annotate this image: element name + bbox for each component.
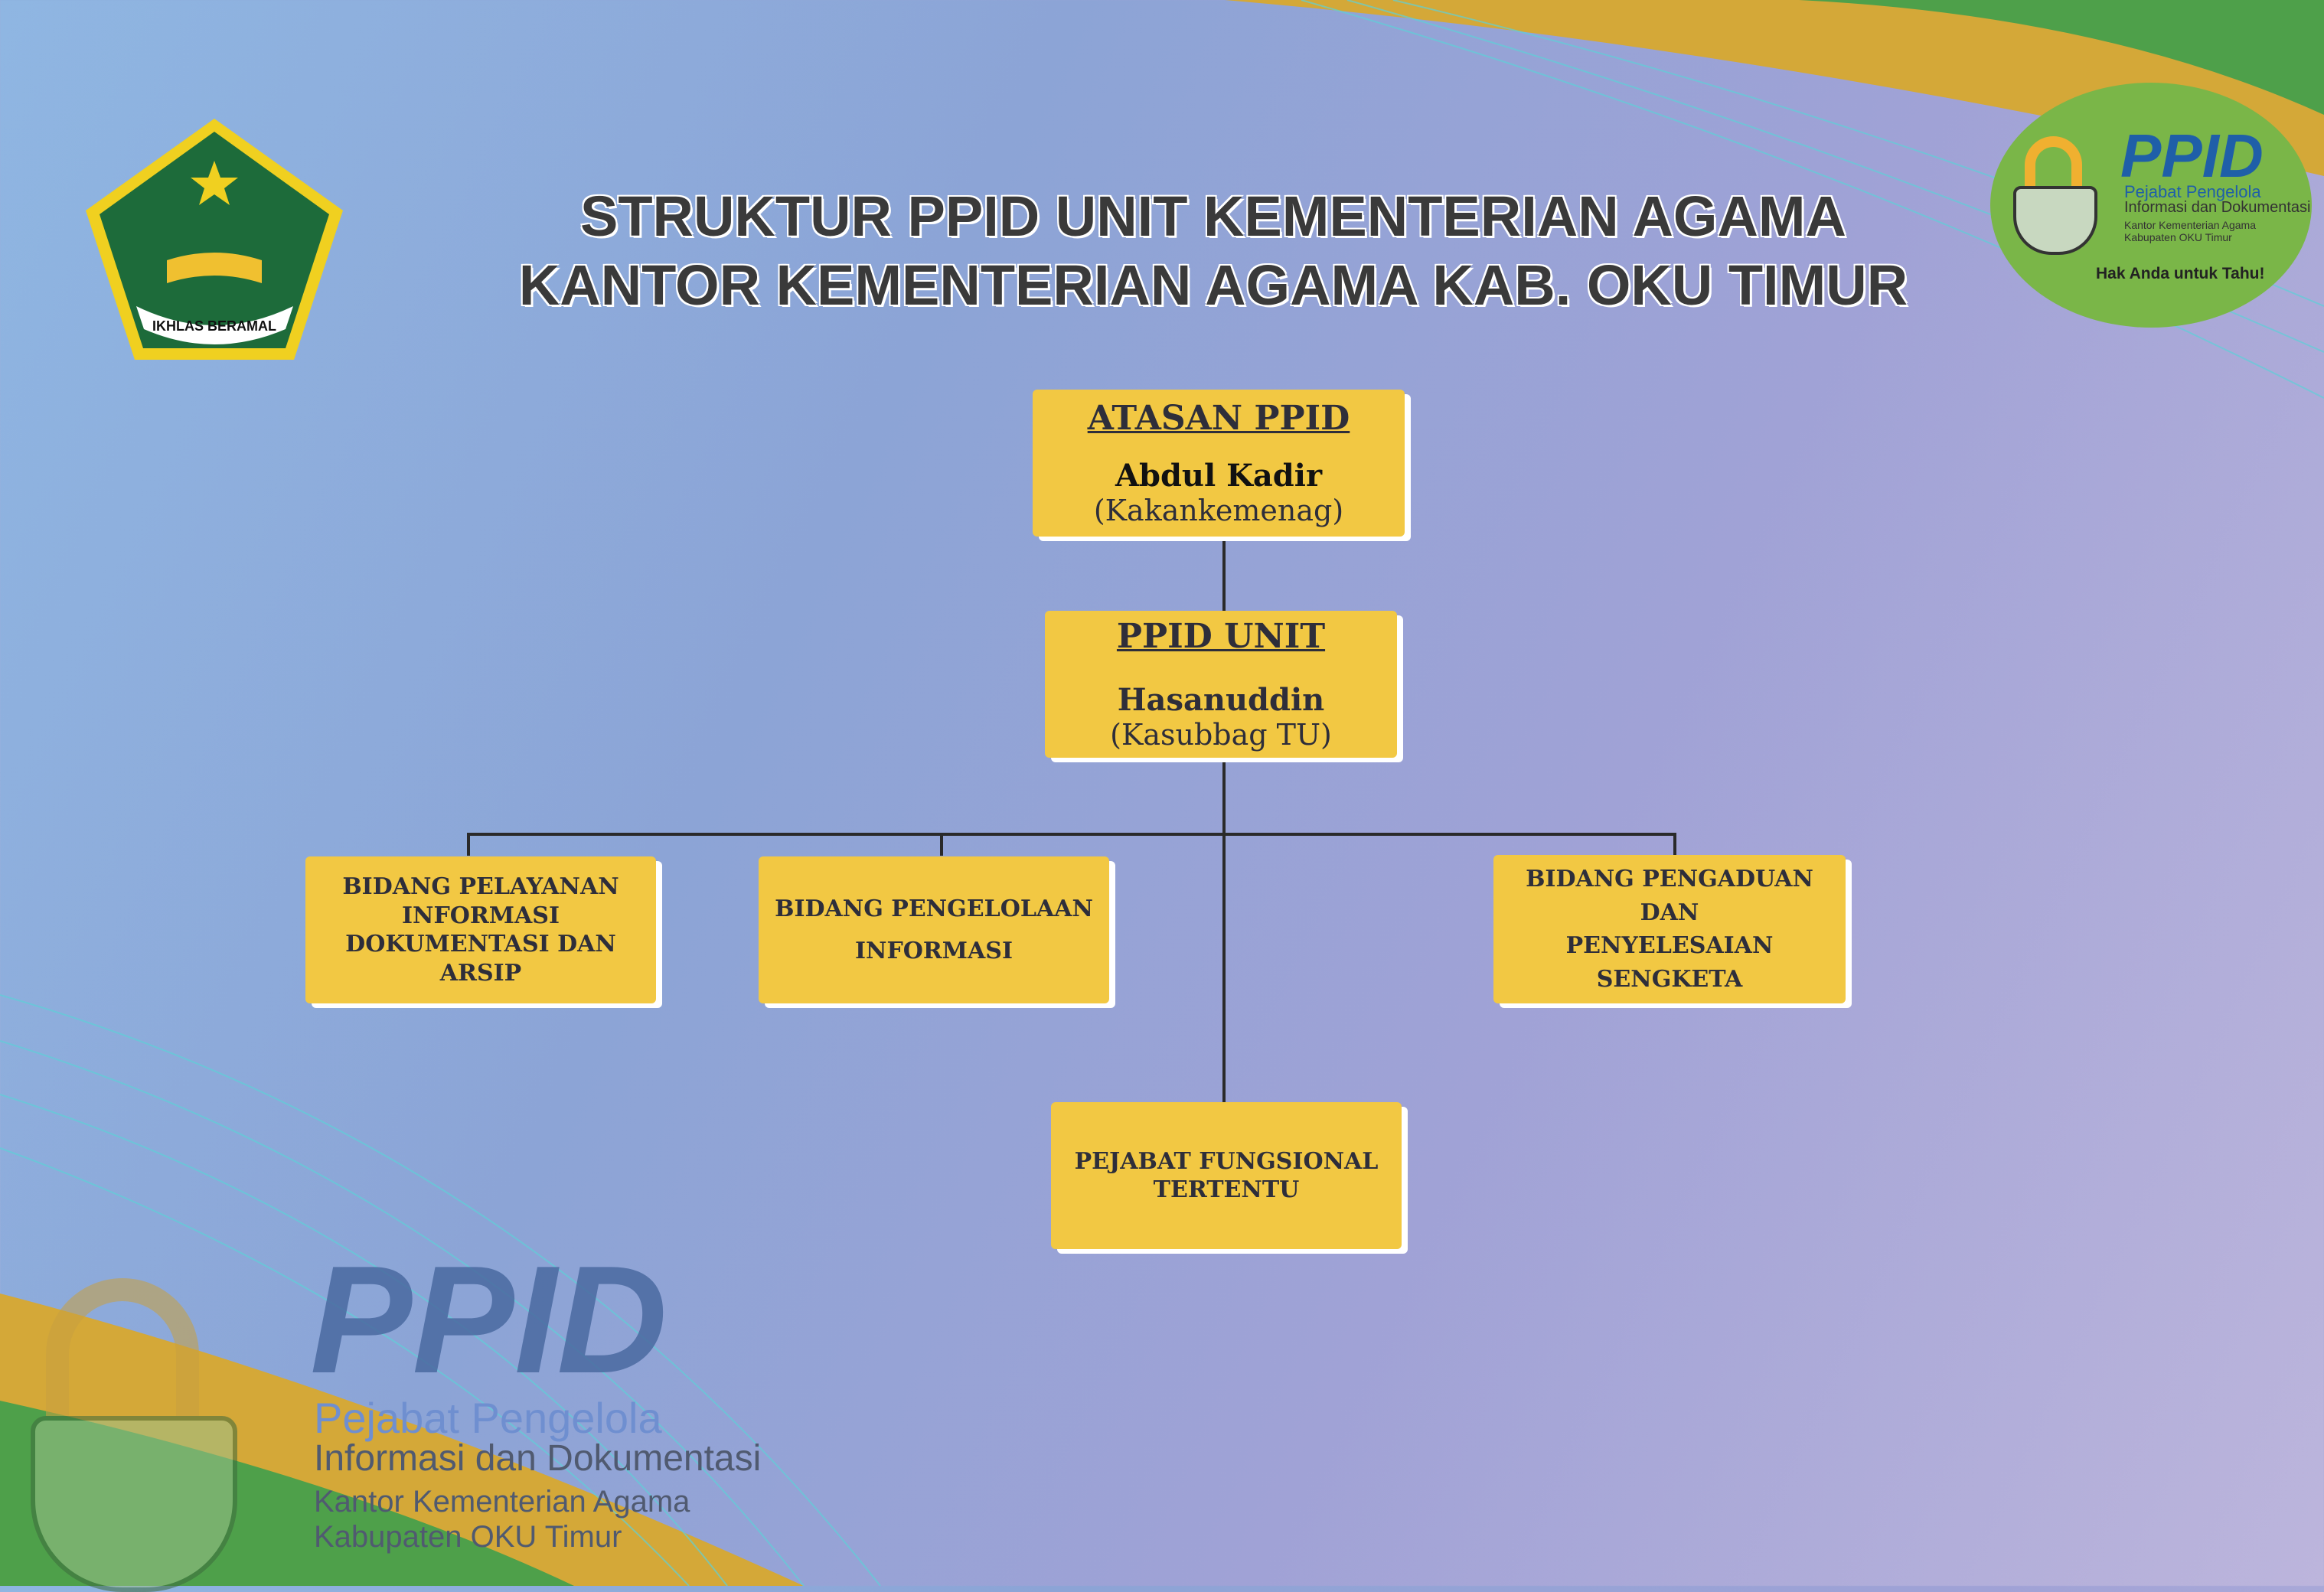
footer-ppid-logo: PPID Pejabat Pengelola Informasi dan Dok… xyxy=(0,1235,842,1592)
node-name: Hasanuddin xyxy=(1117,682,1325,718)
connector xyxy=(940,833,943,856)
lock-key-icon xyxy=(31,1278,260,1592)
footer-ppid-wordmark: PPID xyxy=(310,1235,667,1405)
footer-line4: Kabupaten OKU Timur xyxy=(314,1520,622,1554)
connector xyxy=(1673,833,1676,856)
node-line: INFORMASI xyxy=(401,902,560,929)
title-line1: STRUKTUR PPID UNIT KEMENTERIAN AGAMA xyxy=(579,184,1846,248)
badge-line1: Pejabat Pengelola xyxy=(2124,182,2261,201)
node-line: BIDANG PENGADUAN xyxy=(1526,866,1813,892)
ppid-badge: PPID Pejabat Pengelola Informasi dan Dok… xyxy=(1990,83,2312,328)
node-line: PENYELESAIAN SENGKETA xyxy=(1565,932,1774,993)
badge-ppid-logo: PPID xyxy=(2120,122,2264,190)
title-line2: KANTOR KEMENTERIAN AGAMA KAB. OKU TIMUR xyxy=(518,253,1908,317)
footer-line3: Kantor Kementerian Agama xyxy=(314,1485,690,1519)
node-role: (Kasubbag TU) xyxy=(1110,718,1332,752)
node-line: TERTENTU xyxy=(1153,1176,1300,1203)
node-bidang-pengaduan: BIDANG PENGADUAN DAN PENYELESAIAN SENGKE… xyxy=(1493,855,1846,1003)
footer-line2: Informasi dan Dokumentasi xyxy=(314,1438,762,1479)
badge-line2: Informasi dan Dokumentasi xyxy=(2124,199,2311,216)
kemenag-emblem: IKHLAS BERAMAL xyxy=(86,119,343,360)
badge-line4: Kabupaten OKU Timur xyxy=(2124,231,2232,243)
node-role: (Kakankemenag) xyxy=(1093,494,1344,527)
node-line: INFORMASI xyxy=(854,938,1013,964)
node-heading: ATASAN PPID xyxy=(1087,399,1350,438)
connector xyxy=(467,833,470,856)
node-name: Abdul Kadir xyxy=(1115,458,1323,494)
node-bidang-pelayanan: BIDANG PELAYANAN INFORMASI DOKUMENTASI D… xyxy=(305,856,656,1003)
emblem-motto: IKHLAS BERAMAL xyxy=(152,318,276,334)
connector xyxy=(467,833,1676,836)
node-line: DAN xyxy=(1640,899,1699,926)
node-line: BIDANG PELAYANAN xyxy=(342,873,619,900)
badge-slogan: Hak Anda untuk Tahu! xyxy=(2096,265,2265,282)
node-line: DOKUMENTASI DAN ARSIP xyxy=(345,931,616,987)
node-line: BIDANG PENGELOLAAN xyxy=(775,895,1093,922)
node-line: PEJABAT FUNGSIONAL xyxy=(1074,1147,1379,1175)
badge-line3: Kantor Kementerian Agama xyxy=(2124,219,2256,231)
connector xyxy=(1222,540,1226,1102)
node-bidang-pengelolaan: BIDANG PENGELOLAAN INFORMASI xyxy=(759,856,1109,1003)
node-pejabat-fungsional: PEJABAT FUNGSIONAL TERTENTU xyxy=(1051,1102,1402,1249)
lock-key-icon xyxy=(2013,136,2105,259)
node-atasan-ppid: ATASAN PPID Abdul Kadir (Kakankemenag) xyxy=(1033,390,1405,537)
node-heading: PPID UNIT xyxy=(1116,617,1326,656)
node-ppid-unit: PPID UNIT Hasanuddin (Kasubbag TU) xyxy=(1045,611,1397,758)
footer-line1: Pejabat Pengelola xyxy=(314,1394,662,1442)
